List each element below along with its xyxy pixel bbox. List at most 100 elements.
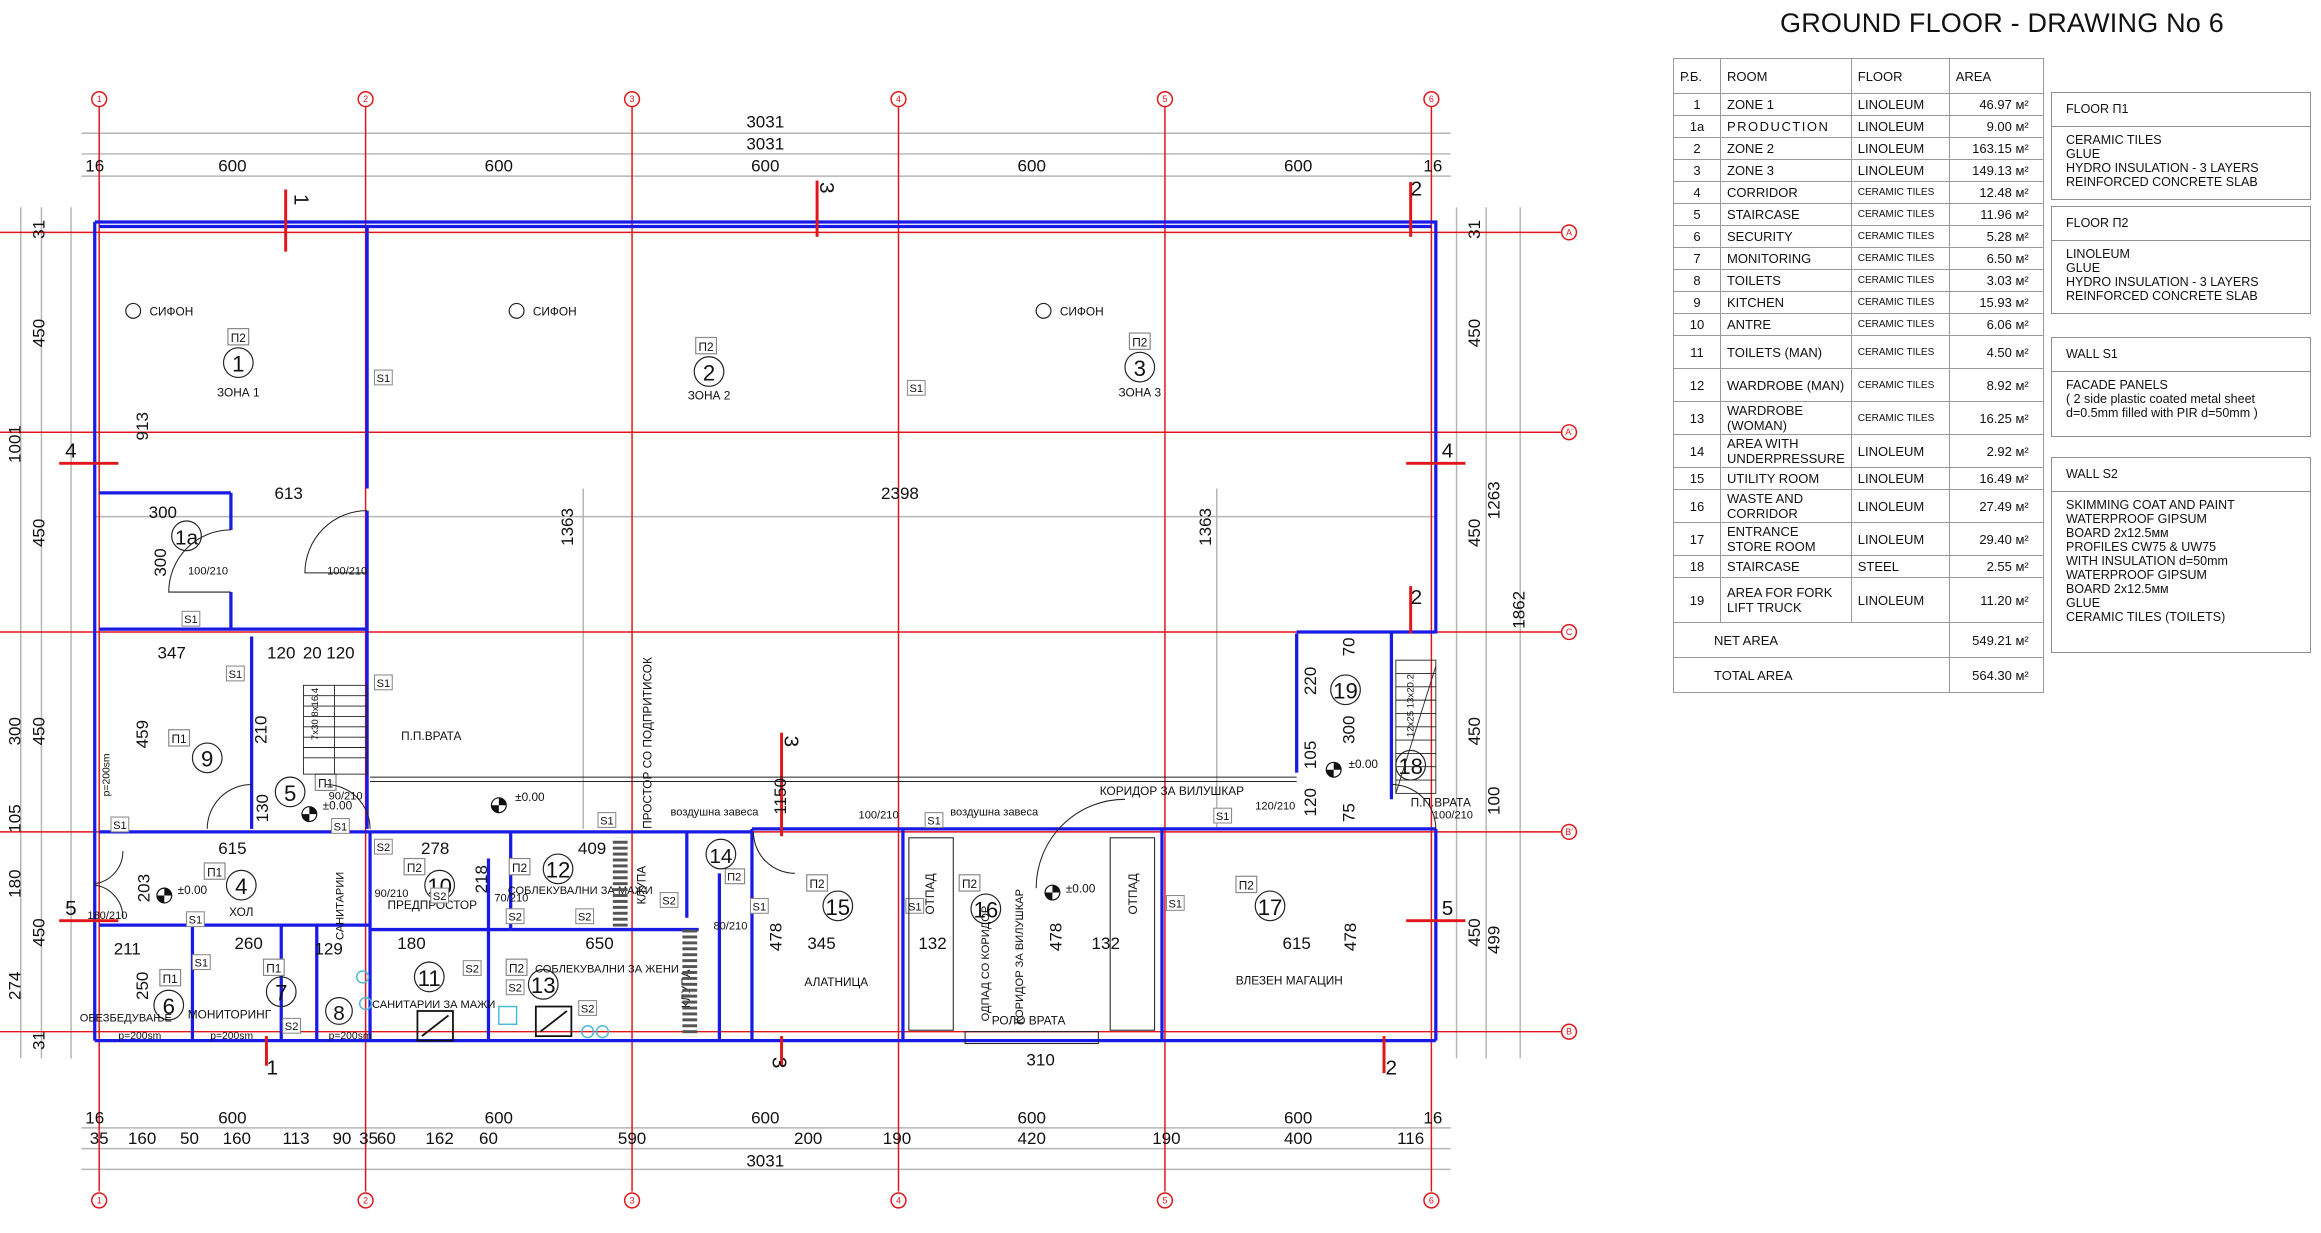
svg-text:ПРОСТОР СО ПОДПРИТИСОК: ПРОСТОР СО ПОДПРИТИСОК <box>640 657 654 829</box>
svg-text:218: 218 <box>472 865 491 893</box>
svg-text:S1: S1 <box>927 815 941 827</box>
room-18-tag: 18 <box>1395 749 1427 781</box>
legend-header: WALL S2 <box>2052 458 2310 492</box>
svg-text:1: 1 <box>266 1057 278 1080</box>
room-6-tag: П1 6 ОБЕЗБЕДУВАЊЕ <box>80 968 185 1024</box>
svg-text:105: 105 <box>1301 741 1320 769</box>
room-19-tag: 19 <box>1330 674 1361 706</box>
svg-text:600: 600 <box>218 1108 246 1127</box>
room-10-tag: П2 10 ПРЕДПРОСТОР <box>387 857 477 912</box>
svg-text:САНИТАРИИ ЗА МАЖИ: САНИТАРИИ ЗА МАЖИ <box>372 999 495 1011</box>
svg-text:П2: П2 <box>699 340 714 354</box>
svg-text:600: 600 <box>485 157 513 176</box>
svg-text:913: 913 <box>133 412 152 440</box>
grid-axis-bubbles <box>91 91 1578 1209</box>
svg-text:S1: S1 <box>753 901 767 913</box>
svg-text:П1: П1 <box>207 865 222 879</box>
header-area: AREA <box>1948 58 2044 94</box>
svg-text:100/210: 100/210 <box>327 565 367 577</box>
svg-text:80/210: 80/210 <box>713 921 747 933</box>
svg-text:6: 6 <box>1429 1195 1434 1205</box>
svg-text:20: 20 <box>303 644 322 663</box>
svg-text:1150: 1150 <box>771 778 790 815</box>
svg-text:180: 180 <box>6 869 25 897</box>
svg-text:250: 250 <box>133 972 152 1000</box>
svg-text:S1: S1 <box>184 614 198 626</box>
legend-header: WALL S1 <box>2052 338 2310 372</box>
svg-text:499: 499 <box>1484 926 1503 954</box>
svg-text:478: 478 <box>1046 923 1065 951</box>
svg-text:S1: S1 <box>600 815 614 827</box>
svg-text:S1: S1 <box>909 383 923 395</box>
svg-text:600: 600 <box>1018 157 1046 176</box>
svg-text:S2: S2 <box>377 842 391 854</box>
svg-text:1: 1 <box>232 352 244 377</box>
svg-text:450: 450 <box>1465 519 1484 547</box>
svg-text:450: 450 <box>1465 319 1484 347</box>
room-14-tag: П2 14 ПРОСТОР СО ПОДПРИТИСОК <box>640 657 746 885</box>
room-1a-tag: 1a <box>171 520 202 552</box>
svg-text:±0.00: ±0.00 <box>178 883 208 897</box>
svg-text:3: 3 <box>768 1057 791 1069</box>
svg-text:A: A <box>1566 227 1572 237</box>
svg-text:КОРИДОР ЗА ВИЛУШКАР: КОРИДОР ЗА ВИЛУШКАР <box>1014 889 1026 1024</box>
svg-text:П2: П2 <box>1132 335 1147 349</box>
svg-text:±0.00: ±0.00 <box>515 790 545 804</box>
svg-text:СИФОН: СИФОН <box>533 304 577 318</box>
svg-text:МОНИТОРИНГ: МОНИТОРИНГ <box>188 1007 272 1021</box>
grid-axes <box>0 106 1562 1192</box>
svg-text:211: 211 <box>114 940 141 959</box>
svg-text:3: 3 <box>815 182 838 194</box>
svg-text:S2: S2 <box>508 983 522 995</box>
svg-text:274: 274 <box>6 972 25 1000</box>
svg-text:S2: S2 <box>285 1021 299 1033</box>
svg-text:2: 2 <box>363 1195 368 1205</box>
svg-text:6: 6 <box>163 994 175 1019</box>
svg-text:132: 132 <box>918 934 946 953</box>
svg-text:РОЛО ВРАТА: РОЛО ВРАТА <box>992 1013 1066 1027</box>
svg-text:S2: S2 <box>433 891 447 903</box>
svg-text:±0.00: ±0.00 <box>323 799 353 813</box>
svg-text:S1: S1 <box>377 678 391 690</box>
room-13-tag: П2 13 СОБЛЕКУВАЛНИ ЗА ЖЕНИ <box>505 958 679 1000</box>
svg-text:100/210: 100/210 <box>1433 810 1473 822</box>
drawing-title: GROUND FLOOR - DRAWING No 6 <box>1780 8 2224 38</box>
legend-header: FLOOR П1 <box>2052 93 2310 127</box>
svg-text:19: 19 <box>1333 679 1358 704</box>
grid-axis-labels: 1 2 3 4 5 6 1 2 3 4 5 6 A A' C B' B <box>97 94 1573 1205</box>
svg-text:П1: П1 <box>172 732 187 746</box>
svg-text:S1: S1 <box>1169 898 1183 910</box>
svg-text:S1: S1 <box>377 373 391 385</box>
svg-text:5: 5 <box>1162 94 1167 104</box>
svg-text:АЛАТНИЦА: АЛАТНИЦА <box>804 975 868 989</box>
svg-text:2: 2 <box>703 360 715 385</box>
siphon-icon <box>125 302 142 319</box>
svg-text:П2: П2 <box>509 961 524 975</box>
svg-text:3: 3 <box>630 1195 635 1205</box>
svg-text:600: 600 <box>218 157 246 176</box>
svg-text:6: 6 <box>1429 94 1434 104</box>
room-15-tag: П2 15 АЛАТНИЦА <box>804 874 868 989</box>
svg-text:160: 160 <box>223 1129 251 1148</box>
svg-text:162: 162 <box>425 1129 453 1148</box>
svg-text:ПРЕДПРОСТОР: ПРЕДПРОСТОР <box>387 898 477 912</box>
svg-text:П2: П2 <box>810 877 825 891</box>
svg-text:4: 4 <box>235 874 247 899</box>
svg-text:1862: 1862 <box>1510 591 1529 629</box>
svg-text:100: 100 <box>1484 787 1503 815</box>
room-16-tag: П2 16 ОДПАД СО КОРИДОР КОРИДОР ЗА ВИЛУШК… <box>958 874 1026 1024</box>
svg-text:300: 300 <box>1339 716 1358 744</box>
svg-text:450: 450 <box>1465 918 1484 946</box>
svg-text:90/210: 90/210 <box>374 888 408 900</box>
svg-text:35: 35 <box>90 1129 109 1148</box>
svg-text:ОТПАД: ОТПАД <box>923 873 937 914</box>
legend-body: FACADE PANELS ( 2 side plastic coated me… <box>2066 378 2258 420</box>
room-5-tag: П1 5 <box>274 773 337 808</box>
svg-text:450: 450 <box>1465 717 1484 745</box>
svg-text:12: 12 <box>546 858 571 883</box>
